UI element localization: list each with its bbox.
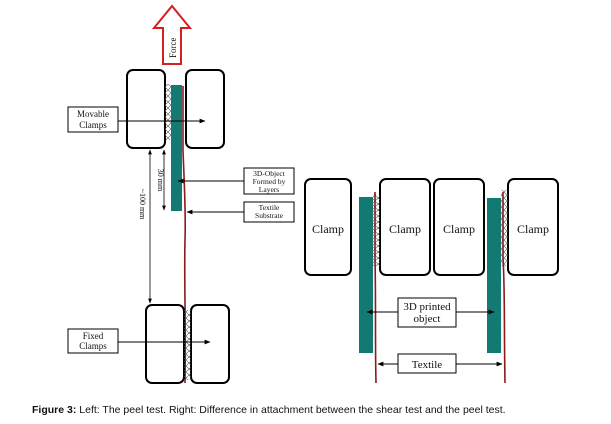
printed-object-label-1: 3D printed: [403, 301, 451, 313]
object-label-3: Layers: [259, 185, 279, 194]
textile-substrate-label-1: Textile: [259, 203, 280, 212]
textile-substrate-label-2: Substrate: [255, 211, 284, 220]
force-label: Force: [168, 38, 178, 59]
figure-caption: Figure 3: Left: The peel test. Right: Di…: [32, 404, 611, 416]
caption-prefix: Figure 3:: [32, 404, 77, 416]
shear-grip: [373, 194, 380, 266]
clamp-2-label: Clamp: [389, 222, 421, 236]
fixed-clamp-grip: [184, 310, 191, 380]
movable-clamps-label-1: Movable: [77, 109, 109, 119]
caption-text: Left: The peel test. Right: Difference i…: [76, 404, 506, 416]
printed-object-label-2: object: [414, 313, 441, 325]
fixed-clamps-label-1: Fixed: [83, 331, 104, 341]
clamp-1-label: Clamp: [312, 222, 344, 236]
clamp-3: [433, 178, 485, 276]
dim-100mm-label: ~100 mm: [138, 189, 147, 221]
peel-grip: [501, 190, 508, 266]
shear-3d-object: [359, 197, 373, 353]
force-arrow: Force: [151, 4, 193, 65]
object-label-1: 3D-Object: [253, 169, 286, 178]
textile-label: Textile: [412, 359, 443, 371]
movable-clamp-right: [185, 69, 225, 149]
shear-textile-line: [374, 192, 377, 384]
object-label-box: [243, 167, 295, 195]
object-label-2: Formed by: [253, 177, 286, 186]
movable-clamp-grip: [165, 84, 172, 140]
clamp-1: [304, 178, 352, 276]
peel-textile-line-right: [502, 192, 506, 384]
shear-vs-peel-diagram: Clamp Clamp Clamp Clamp 3D printed objec…: [304, 178, 559, 384]
fixed-clamp-left: [145, 304, 185, 384]
fixed-clamps-box: [67, 328, 119, 354]
dim-30mm-label: 30 mm: [156, 169, 165, 192]
clamp-4-label: Clamp: [517, 222, 549, 236]
peel-3d-object-right: [487, 198, 501, 353]
peel-3d-object: [171, 85, 182, 211]
movable-clamp-left: [126, 69, 166, 149]
fixed-clamp-right: [190, 304, 230, 384]
peel-test-diagram: Force Movable Clamps Fixed Clamps 30 mm …: [67, 4, 295, 384]
movable-clamps-box: [67, 106, 119, 133]
fixed-clamps-label-2: Clamps: [79, 341, 107, 351]
clamp-3-label: Clamp: [443, 222, 475, 236]
movable-clamps-label-2: Clamps: [79, 120, 107, 130]
